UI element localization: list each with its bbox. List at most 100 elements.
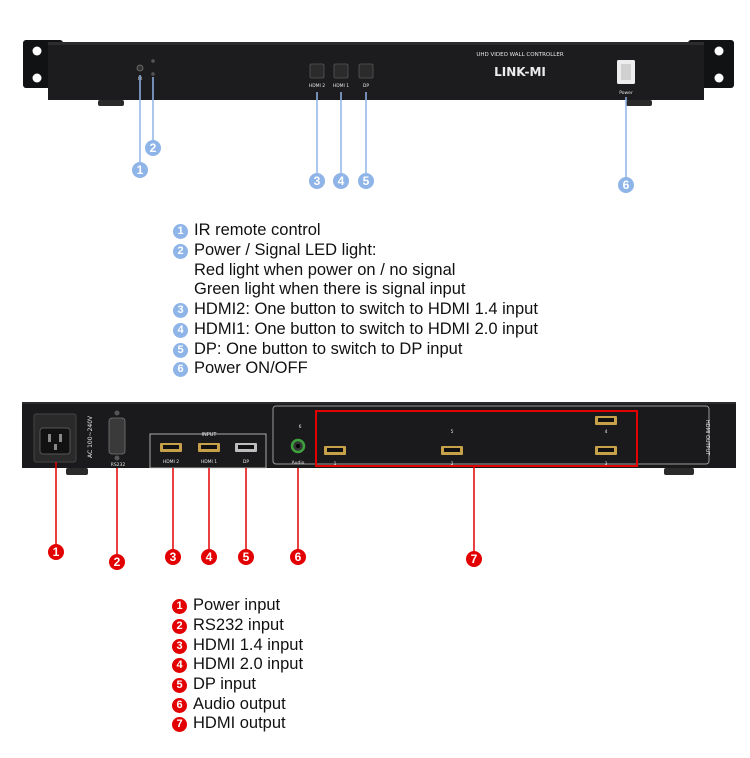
mount-hole bbox=[714, 46, 724, 56]
front-legend-item-6: 6 Power ON/OFF bbox=[173, 358, 308, 378]
front-marker-2: 2 bbox=[145, 140, 161, 156]
dp-button-label: DP bbox=[363, 83, 369, 89]
label-text: 4 bbox=[338, 174, 345, 188]
brand-logo: LINK-MI bbox=[494, 65, 546, 79]
power-switch-label: Power bbox=[619, 90, 633, 96]
rear-markers: 1 2 3 4 5 6 7 bbox=[48, 544, 482, 570]
output-3-label: 3 bbox=[605, 461, 608, 467]
front-legend-item-2-line-3: Green light when there is signal input bbox=[194, 280, 466, 298]
label-text: 5 bbox=[243, 550, 250, 564]
front-panel-body bbox=[48, 42, 704, 100]
legend-number-badge: 7 bbox=[172, 717, 187, 732]
rear-legend-item-6: 6 Audio output bbox=[172, 694, 286, 714]
legend-number-badge: 3 bbox=[172, 639, 187, 654]
hdmi-output-ports bbox=[324, 416, 617, 455]
front-marker-3: 3 bbox=[309, 173, 325, 189]
rear-legend-item-1: 1 Power input bbox=[172, 595, 280, 615]
legend-number-badge: 2 bbox=[172, 619, 187, 634]
rear-marker-2: 2 bbox=[109, 554, 125, 570]
legend-text: DP input bbox=[193, 675, 256, 693]
output-1-label: 1 bbox=[334, 461, 337, 467]
front-legend-item-1: 1 IR remote control bbox=[173, 220, 321, 240]
label-text: 7 bbox=[471, 552, 478, 566]
hdmi1-button-label: HDMI 1 bbox=[333, 83, 349, 89]
legend-number-badge: 6 bbox=[172, 698, 187, 713]
front-legend-item-2: 2 Power / Signal LED light: bbox=[173, 240, 377, 260]
hdmi-output-highlight bbox=[315, 410, 638, 467]
legend-text: Audio output bbox=[193, 695, 286, 713]
legend-number-badge: 1 bbox=[173, 224, 188, 239]
front-leader-lines bbox=[139, 75, 627, 177]
rear-legend-item-3: 3 HDMI 1.4 input bbox=[172, 635, 303, 655]
legend-text: HDMI2: One button to switch to HDMI 1.4 … bbox=[194, 300, 538, 318]
mount-hole bbox=[32, 73, 42, 83]
rear-panel-body bbox=[22, 402, 736, 468]
hdmi2-button-label: HDMI 2 bbox=[309, 83, 325, 89]
output-2-label: 2 bbox=[451, 461, 454, 467]
label-text: 6 bbox=[295, 550, 302, 564]
rear-marker-3: 3 bbox=[165, 549, 181, 565]
front-markers: 1 2 3 4 5 6 bbox=[132, 140, 634, 193]
rear-legend-item-5: 5 DP input bbox=[172, 674, 256, 694]
hdmi1-button[interactable] bbox=[333, 63, 349, 79]
rear-marker-4: 4 bbox=[201, 549, 217, 565]
rs232-port bbox=[108, 417, 126, 455]
output-5-label: 5 bbox=[451, 429, 454, 435]
rear-legend-item-7: 7 HDMI output bbox=[172, 713, 286, 733]
legend-text: DP: One button to switch to DP input bbox=[194, 340, 463, 358]
legend-number-badge: 2 bbox=[173, 244, 188, 259]
rear-marker-7: 7 bbox=[466, 551, 482, 567]
legend-text: HDMI1: One button to switch to HDMI 2.0 … bbox=[194, 320, 538, 338]
legend-number-badge: 5 bbox=[172, 678, 187, 693]
foot bbox=[66, 468, 88, 475]
hdmi-output-title: HDMI OUTPUT bbox=[704, 420, 710, 456]
foot bbox=[664, 468, 694, 475]
legend-text: HDMI 2.0 input bbox=[193, 655, 304, 673]
front-marker-1: 1 bbox=[132, 162, 148, 178]
legend-text: Power / Signal LED light: bbox=[194, 241, 377, 259]
label-text: 3 bbox=[170, 550, 177, 564]
legend-text: HDMI output bbox=[193, 714, 286, 732]
model-line: UHD VIDEO WALL CONTROLLER bbox=[476, 52, 563, 58]
legend-text: Power ON/OFF bbox=[194, 359, 308, 377]
rear-legend-item-4: 4 HDMI 2.0 input bbox=[172, 654, 303, 674]
hdmi2-port-label: HDMI 2 bbox=[163, 459, 179, 465]
label-text: 1 bbox=[53, 545, 60, 559]
hdmi2-button[interactable] bbox=[309, 63, 325, 79]
label-text: 1 bbox=[137, 163, 144, 177]
hdmi1-port-label: HDMI 1 bbox=[201, 459, 217, 465]
legend-number-badge: 4 bbox=[172, 658, 187, 673]
legend-text: Power input bbox=[193, 596, 281, 614]
ir-sensor bbox=[136, 64, 144, 72]
input-bracket bbox=[149, 433, 267, 469]
foot bbox=[98, 100, 124, 106]
output-6-label: 6 bbox=[299, 424, 302, 430]
rs232-text: RS232 bbox=[111, 462, 126, 468]
legend-number-badge: 6 bbox=[173, 362, 188, 377]
foot bbox=[626, 100, 652, 106]
front-marker-5: 5 bbox=[358, 173, 374, 189]
label-text: 6 bbox=[623, 178, 630, 192]
label-text: 2 bbox=[114, 555, 121, 569]
audio-port-label: Audio bbox=[292, 460, 305, 466]
output-4-label: 4 bbox=[605, 429, 608, 435]
legend-text: HDMI 1.4 input bbox=[193, 636, 304, 654]
label-text: 5 bbox=[363, 174, 370, 188]
rear-marker-6: 6 bbox=[290, 549, 306, 565]
label-text: 3 bbox=[314, 174, 321, 188]
input-title: INPUT bbox=[202, 432, 218, 438]
legend-number-badge: 1 bbox=[172, 599, 187, 614]
ac-voltage-label: AC 100~240V bbox=[87, 415, 94, 458]
led-light-2 bbox=[151, 72, 155, 76]
rear-leader-lines bbox=[55, 462, 475, 554]
legend-number-badge: 3 bbox=[173, 303, 188, 318]
led-light bbox=[151, 59, 155, 63]
rear-marker-1: 1 bbox=[48, 544, 64, 560]
dp-port-label: DP bbox=[243, 459, 249, 465]
dp-button[interactable] bbox=[358, 63, 374, 79]
legend-text: IR remote control bbox=[194, 221, 321, 239]
